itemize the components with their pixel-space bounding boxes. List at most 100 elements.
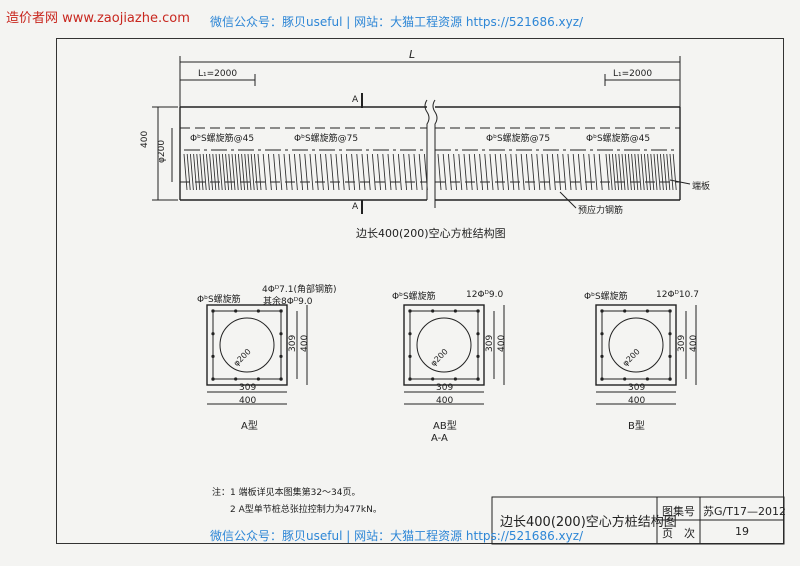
spiral-tick bbox=[653, 153, 658, 191]
spiral-tick bbox=[262, 153, 267, 191]
drawing-sheet-border bbox=[56, 38, 784, 544]
section-mark-bottom: A bbox=[352, 202, 359, 212]
spiral-tick bbox=[345, 153, 350, 191]
spiral-tick bbox=[541, 153, 546, 191]
spiral-tick bbox=[244, 153, 249, 191]
section-b-outer-side: 400 bbox=[689, 334, 699, 352]
spiral-tick bbox=[437, 153, 442, 191]
spiral-tick bbox=[202, 153, 207, 191]
spiral-tick bbox=[408, 153, 413, 191]
spiral-tick bbox=[489, 153, 494, 191]
rebar-dot bbox=[668, 332, 672, 336]
section-a-outer-side: 400 bbox=[300, 334, 310, 352]
rebar-dot bbox=[256, 377, 260, 381]
rebar-dot bbox=[645, 309, 650, 313]
section-b-rebar: 12Φᴰ10.7 bbox=[656, 290, 699, 300]
spiral-tick bbox=[442, 153, 447, 191]
spiral-label-2: ΦᵇS螺旋筋@75 bbox=[294, 134, 359, 144]
spiral-tick bbox=[186, 153, 191, 191]
spiral-tick bbox=[510, 153, 515, 191]
spiral-tick bbox=[257, 153, 262, 191]
spiral-tick bbox=[567, 153, 572, 191]
spiral-tick bbox=[366, 153, 371, 191]
spiral-tick bbox=[650, 153, 655, 191]
rebar-dot bbox=[600, 332, 604, 336]
spiral-tick bbox=[371, 153, 376, 191]
section-ab-rebar: 12Φᴰ9.0 bbox=[466, 290, 504, 300]
spiral-tick bbox=[447, 153, 452, 191]
note-1: 1 端板详见本图集第32～34页。 bbox=[230, 488, 361, 498]
spiral-tick bbox=[605, 153, 610, 191]
spiral-tick bbox=[531, 153, 536, 191]
rebar-dot bbox=[476, 332, 480, 336]
spiral-tick bbox=[551, 153, 556, 191]
spiral-tick bbox=[330, 153, 335, 191]
spiral-tick bbox=[672, 153, 677, 191]
rebar-dot bbox=[668, 354, 672, 358]
spiral-tick bbox=[237, 153, 242, 191]
spiral-tick bbox=[627, 153, 632, 191]
rebar-dot bbox=[600, 354, 604, 358]
spiral-tick bbox=[273, 153, 278, 191]
spiral-tick bbox=[525, 153, 530, 191]
spiral-tick bbox=[499, 153, 504, 191]
site-brand[interactable]: 造价者网 www.zaojiazhe.com bbox=[6, 11, 190, 26]
spiral-tick bbox=[234, 153, 239, 191]
section-a-inner-side: 309 bbox=[288, 334, 298, 352]
spiral-tick bbox=[536, 153, 541, 191]
spiral-tick bbox=[463, 153, 468, 191]
rebar-dot bbox=[211, 377, 215, 381]
rebar-dot bbox=[668, 377, 672, 381]
section-ab-inner-bottom: 309 bbox=[436, 383, 454, 393]
section-ab-spiral: ΦᵇS螺旋筋 bbox=[392, 292, 436, 302]
spiral-tick bbox=[618, 153, 623, 191]
spiral-tick bbox=[325, 153, 330, 191]
section-ab-outer-side: 400 bbox=[497, 334, 507, 352]
l1-right-label: L₁=2000 bbox=[613, 69, 653, 79]
spiral-tick bbox=[193, 153, 198, 191]
rebar-dot bbox=[453, 309, 457, 313]
rebar-dot bbox=[234, 377, 238, 381]
spiral-tick bbox=[189, 153, 194, 191]
spiral-tick bbox=[473, 153, 478, 191]
top-bar: 造价者网 www.zaojiazhe.com bbox=[0, 4, 800, 26]
rebar-dot bbox=[668, 309, 672, 313]
spiral-tick bbox=[304, 153, 309, 191]
rebar-dot bbox=[431, 309, 435, 313]
spiral-tick bbox=[659, 153, 664, 191]
rebar-dot bbox=[279, 309, 283, 313]
spiral-tick bbox=[351, 153, 356, 191]
spiral-tick bbox=[418, 153, 423, 191]
spiral-tick bbox=[666, 153, 671, 191]
spiral-tick bbox=[205, 153, 210, 191]
watermark-bottom: 微信公众号：豚贝useful | 网站：大猫工程资源 https://52168… bbox=[210, 529, 584, 543]
spiral-tick bbox=[278, 153, 283, 191]
section-ab-inner-side: 309 bbox=[485, 334, 495, 352]
section-a-outer-bottom: 400 bbox=[239, 396, 257, 406]
atlas-label: 图集号 bbox=[662, 505, 695, 518]
spiral-tick bbox=[557, 153, 562, 191]
end-plate-label: 端板 bbox=[692, 182, 711, 192]
spiral-tick bbox=[250, 153, 255, 191]
spiral-tick bbox=[621, 153, 626, 191]
section-b-inner-bottom: 309 bbox=[628, 383, 646, 393]
atlas-value: 苏G/T17—2012 bbox=[703, 505, 786, 518]
section-b-type: B型 bbox=[628, 421, 645, 432]
spiral-tick bbox=[583, 153, 588, 191]
spiral-tick bbox=[588, 153, 593, 191]
rebar-dot bbox=[645, 377, 650, 381]
rebar-dot bbox=[408, 354, 412, 358]
spiral-tick bbox=[608, 153, 613, 191]
rebar-dot bbox=[279, 354, 283, 358]
rebar-dot bbox=[623, 377, 627, 381]
length-label: L bbox=[409, 48, 416, 61]
section-a-rebar-2: 其余8Φᴰ9.0 bbox=[263, 297, 313, 307]
elevation-title: 边长400(200)空心方桩结构图 bbox=[356, 227, 506, 240]
spiral-tick bbox=[209, 153, 214, 191]
spiral-tick bbox=[637, 153, 642, 191]
spiral-tick bbox=[598, 153, 603, 191]
spiral-tick bbox=[515, 153, 520, 191]
spiral-tick bbox=[669, 153, 674, 191]
spiral-tick bbox=[218, 153, 223, 191]
